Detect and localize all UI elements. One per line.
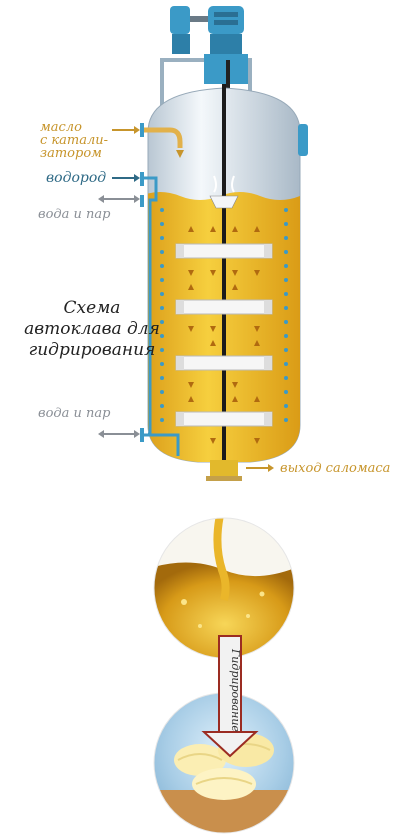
label-oil-line-3: затором	[40, 147, 108, 160]
process-label: Гидрирование	[222, 648, 242, 732]
side-port	[298, 124, 308, 156]
central-shaft	[222, 84, 226, 460]
label-water-steam-top: вода и пар	[38, 207, 110, 222]
label-oil-in: масло с катали- затором	[40, 121, 108, 160]
bottom-outlet	[210, 460, 238, 478]
label-output: выход саломаса	[280, 461, 390, 476]
label-water-steam-bottom: вода и пар	[38, 406, 110, 421]
label-hydrogen: водород	[46, 170, 106, 186]
diagram-title: Схема автоклава для гидрирования	[22, 298, 162, 361]
